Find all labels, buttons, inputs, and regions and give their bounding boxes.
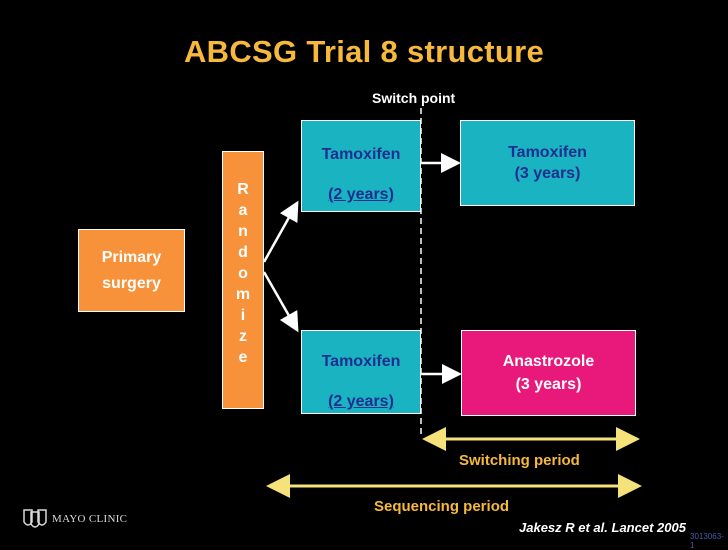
slide-title: ABCSG Trial 8 structure: [183, 34, 545, 69]
logo-text: MAYO CLINIC: [52, 513, 128, 525]
bottom-arm-second-line2: (3 years): [515, 376, 582, 393]
switching-period-label: Switching period: [459, 452, 580, 469]
sequencing-period-label: Sequencing period: [374, 498, 510, 515]
randomize-letter: d: [238, 244, 248, 261]
top-arm-tamoxifen-3y-box: Tamoxifen (3 years): [460, 120, 635, 206]
primary-surgery-box: Primary surgery: [78, 229, 185, 312]
randomize-letter: n: [238, 223, 248, 240]
bottom-arm-second-line1: Anastrozole: [502, 353, 595, 370]
top-arm-first-line2: (2 years): [328, 186, 394, 203]
bottom-arm-first-line1: Tamoxifen: [321, 353, 401, 370]
bottom-arm-first-line2: (2 years): [328, 393, 394, 410]
randomize-letter: i: [240, 307, 246, 324]
mayo-shield-icon: [23, 509, 47, 528]
top-arm-second-line2: (3 years): [514, 165, 581, 182]
randomize-box: R a n d o m i z e: [222, 151, 264, 409]
citation: Jakesz R et al. Lancet 2005: [519, 520, 686, 535]
randomize-letter: a: [238, 202, 248, 219]
randomize-letter: e: [238, 349, 248, 366]
randomize-letter: m: [235, 286, 251, 303]
primary-line2: surgery: [102, 274, 161, 292]
top-arm-first-line1: Tamoxifen: [321, 146, 401, 163]
randomize-arrow-down: [262, 271, 299, 333]
top-arm-tamoxifen-2y-box: Tamoxifen (2 years): [301, 120, 421, 212]
top-arm-second-line1: Tamoxifen: [508, 144, 587, 161]
mayo-clinic-logo: MAYO CLINIC: [22, 508, 127, 530]
slide-code: 3013063-1: [690, 532, 724, 550]
bottom-arm-tamoxifen-2y-box: Tamoxifen (2 years): [301, 330, 421, 414]
randomize-arrow-up: [262, 200, 299, 263]
switch-point-label: Switch point: [372, 90, 456, 106]
primary-line1: Primary: [101, 248, 162, 266]
randomize-letter: R: [237, 181, 249, 198]
randomize-letter: o: [238, 265, 248, 282]
randomize-letter: z: [239, 328, 247, 345]
bottom-arm-anastrozole-box: Anastrozole (3 years): [461, 330, 636, 416]
